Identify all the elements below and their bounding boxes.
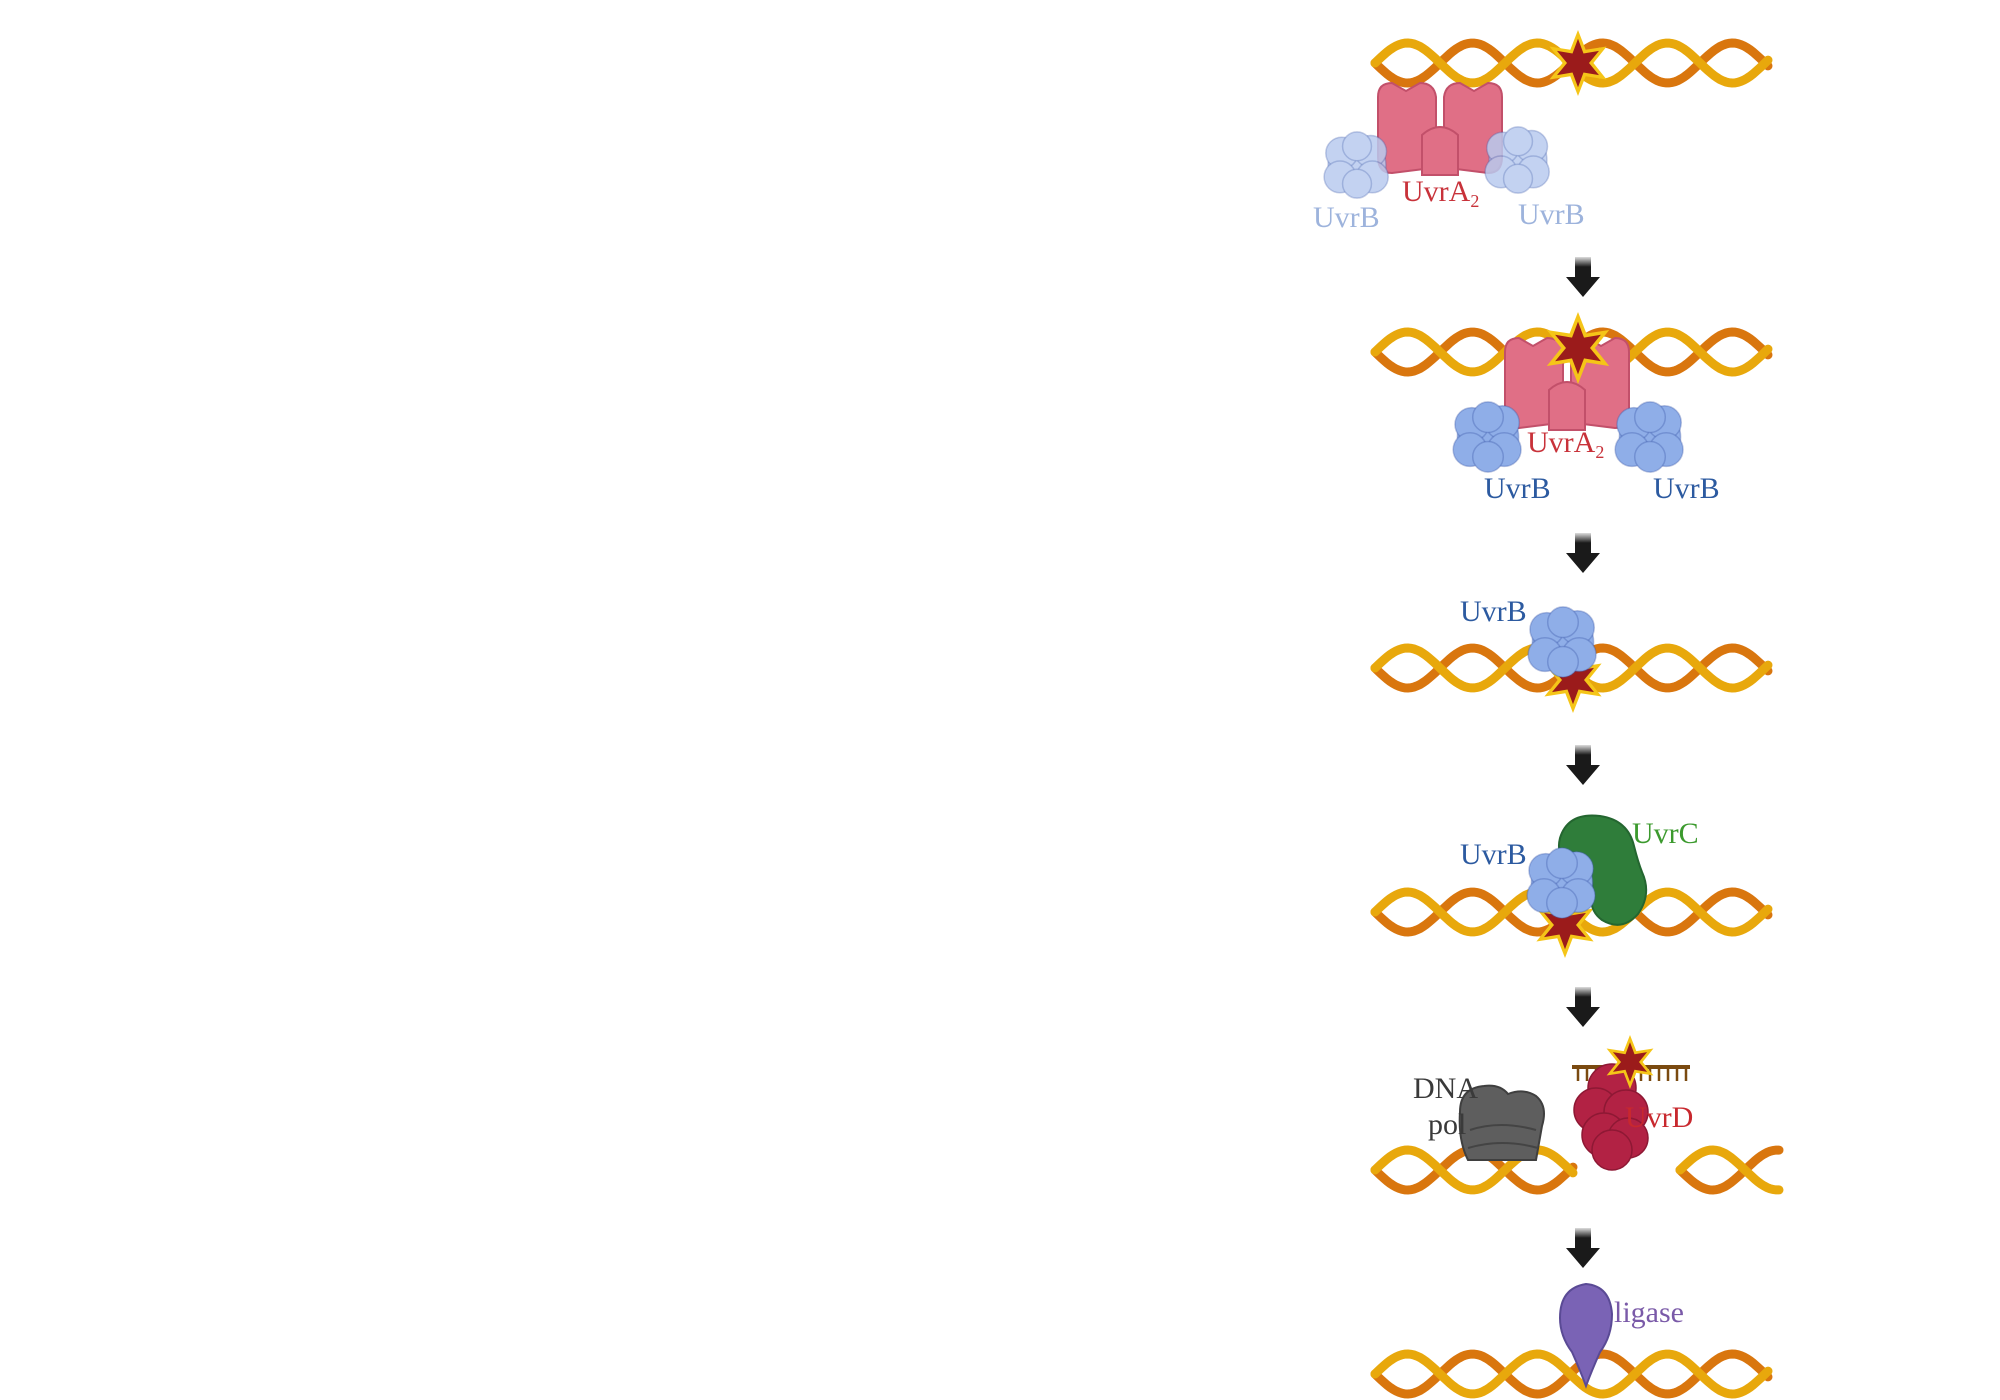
dna-lesion-star-icon [1546, 312, 1610, 384]
uvrb-protein-icon [1614, 401, 1684, 473]
dna-strand [1370, 1349, 1773, 1399]
uvrb-protein-icon [1452, 401, 1522, 473]
uvrb-label: UvrB [1460, 595, 1527, 628]
uvra2-label: UvrA2 [1527, 426, 1604, 462]
step-3-uvrb-clamp: UvrB [1370, 595, 1773, 713]
dna-strand [1370, 1145, 1578, 1195]
dna-pol-label: pol [1428, 1108, 1466, 1141]
uvrd-label: UvrD [1625, 1101, 1693, 1134]
dna-lesion-star-icon [1544, 647, 1602, 713]
uvrb-label: UvrB [1653, 472, 1720, 505]
uvrb-label: UvrB [1518, 198, 1585, 231]
dna-helix [1370, 1349, 1773, 1399]
dna-lesion-star-icon [1536, 892, 1594, 958]
ligase-protein-icon [1558, 1282, 1614, 1389]
uvrb-label: UvrB [1313, 201, 1380, 234]
step-6-ligation: ligase [1370, 1282, 1773, 1399]
step-arrow [1566, 1228, 1600, 1268]
step-arrow [1566, 987, 1600, 1027]
uvra-dimer [1377, 81, 1503, 176]
dna-strand [1675, 1145, 1784, 1195]
step-arrow [1566, 745, 1600, 785]
ligase-label: ligase [1614, 1296, 1684, 1329]
step-arrow [1566, 533, 1600, 573]
dna-strand [1675, 1145, 1784, 1195]
step-arrow [1566, 257, 1600, 297]
uvrb-label: UvrB [1460, 838, 1527, 871]
step-4-incision: UvrB UvrC [1370, 814, 1773, 958]
dna-lesion-star-icon [1549, 30, 1607, 96]
uvrd-helicase-icon [1573, 1063, 1649, 1171]
dna-polymerase-icon [1458, 1084, 1545, 1161]
uvrb-protein-icon [1527, 606, 1597, 678]
dna-lesion-star-icon [1606, 1035, 1654, 1089]
uvrb-protein-icon [1526, 847, 1596, 919]
uvrb-protein-icon [1323, 131, 1389, 199]
uvrc-label: UvrC [1632, 817, 1699, 850]
dna-pol-label: DNA [1413, 1072, 1478, 1105]
uvrb-label: UvrB [1484, 472, 1551, 505]
uvrb-protein-icon [1484, 126, 1550, 194]
uvra2-label: UvrA2 [1402, 175, 1479, 211]
dna-helix [1370, 1145, 1784, 1195]
